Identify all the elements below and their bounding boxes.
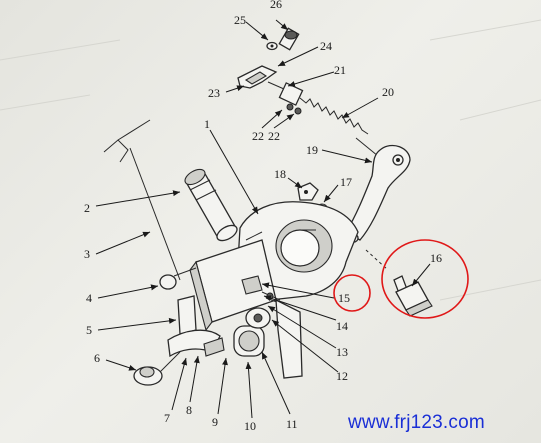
spring-20 bbox=[299, 97, 379, 157]
label-26: 26 bbox=[270, 0, 282, 11]
label-19: 19 bbox=[306, 143, 318, 157]
label-1: 1 bbox=[204, 117, 210, 131]
label-10: 10 bbox=[244, 419, 256, 433]
pin-part-16 bbox=[365, 249, 433, 317]
label-2: 2 bbox=[84, 201, 90, 215]
top-screw-assembly bbox=[237, 27, 304, 115]
label-3: 3 bbox=[84, 247, 90, 261]
cylinder-part-2 bbox=[184, 168, 238, 242]
highlight-circle-15 bbox=[333, 274, 371, 312]
highlight-circle-16 bbox=[381, 239, 469, 319]
label-4: 4 bbox=[86, 291, 92, 305]
page-texture bbox=[0, 19, 541, 301]
label-6: 6 bbox=[94, 351, 100, 365]
label-24: 24 bbox=[320, 39, 332, 53]
label-18: 18 bbox=[274, 167, 286, 181]
label-7: 7 bbox=[164, 411, 170, 425]
label-20: 20 bbox=[382, 85, 394, 99]
label-16: 16 bbox=[430, 251, 442, 265]
lower-mechanism bbox=[133, 239, 303, 386]
label-17: 17 bbox=[340, 175, 352, 189]
leader-lines bbox=[95, 19, 431, 419]
label-12: 12 bbox=[336, 369, 348, 383]
label-11: 11 bbox=[286, 417, 298, 431]
label-9: 9 bbox=[212, 415, 218, 429]
rod-part-3 bbox=[103, 119, 181, 281]
label-22a: 22 bbox=[252, 129, 264, 143]
label-8: 8 bbox=[186, 403, 192, 417]
label-23: 23 bbox=[208, 86, 220, 100]
label-15: 15 bbox=[338, 291, 350, 305]
label-25: 25 bbox=[234, 13, 246, 27]
label-13: 13 bbox=[336, 345, 348, 359]
label-22b: 22 bbox=[268, 129, 280, 143]
label-21: 21 bbox=[334, 63, 346, 77]
watermark-url: www.frj123.com bbox=[348, 412, 485, 433]
label-14: 14 bbox=[336, 319, 348, 333]
part-number-labels: 26 25 24 23 21 22 22 20 19 1 18 17 2 3 4… bbox=[84, 0, 442, 433]
label-5: 5 bbox=[86, 323, 92, 337]
